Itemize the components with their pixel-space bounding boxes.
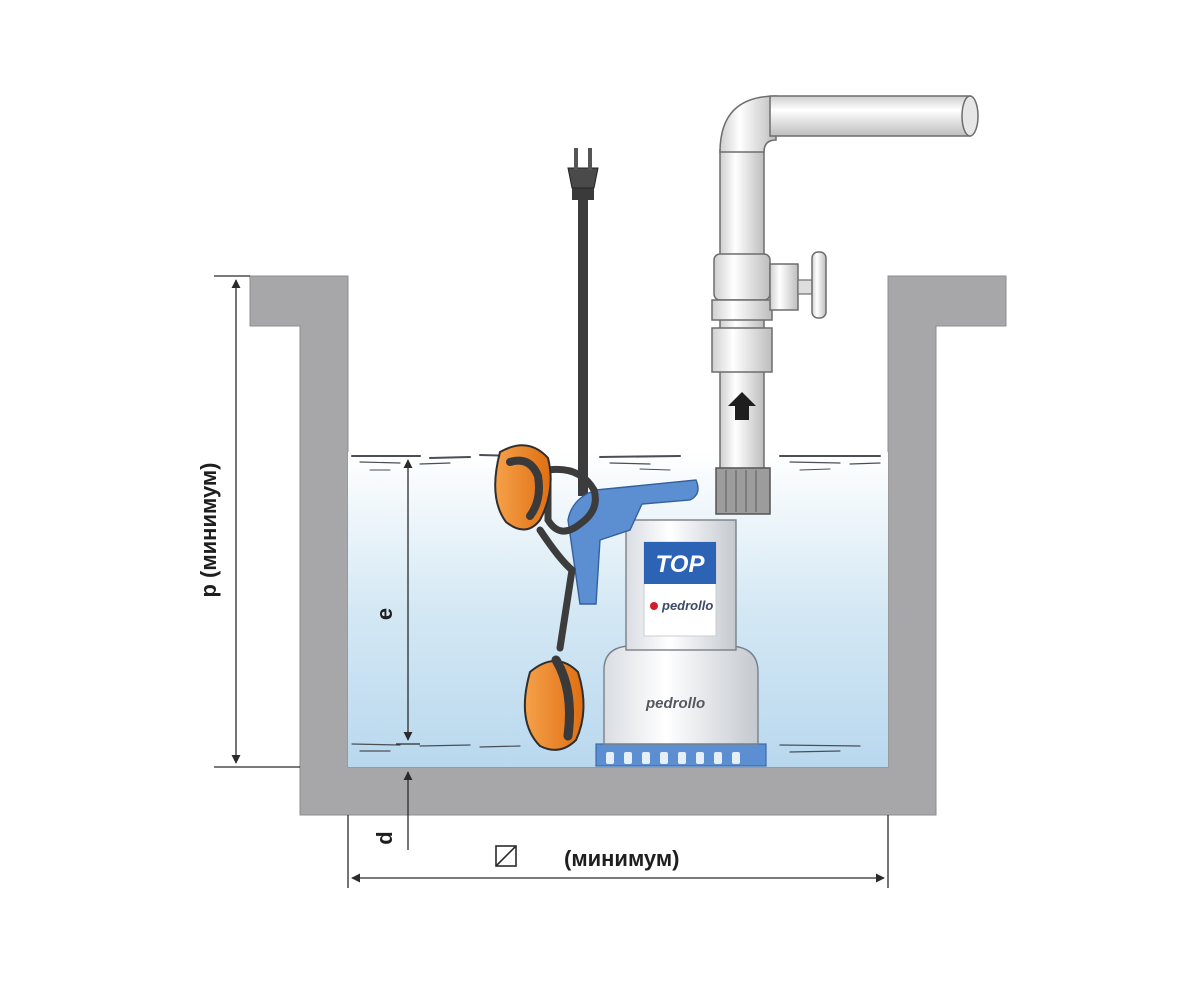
float-switch-upper [494, 444, 599, 535]
float-switch-lower [523, 655, 585, 751]
dimension-e [396, 459, 420, 745]
width-minimum-label: (минимум) [564, 846, 679, 871]
brand-logo: pedrollo [661, 598, 713, 613]
up-arrow-icon [728, 392, 756, 420]
water-bottom-ripples [351, 743, 861, 753]
float-cable [536, 526, 576, 652]
d-label: d [372, 831, 397, 844]
dimension-width [347, 815, 889, 888]
submersible-pump: TOP pedrollo pedrollo [567, 479, 767, 767]
model-badge: TOP [656, 551, 706, 578]
brand-logo-body: pedrollo [645, 695, 705, 712]
diameter-square-icon [495, 845, 517, 867]
p-minimum-label: p (минимум) [196, 462, 221, 597]
discharge-pipe [711, 95, 979, 515]
e-label: e [372, 608, 397, 620]
dimension-p [214, 275, 300, 768]
power-cable [567, 148, 599, 496]
